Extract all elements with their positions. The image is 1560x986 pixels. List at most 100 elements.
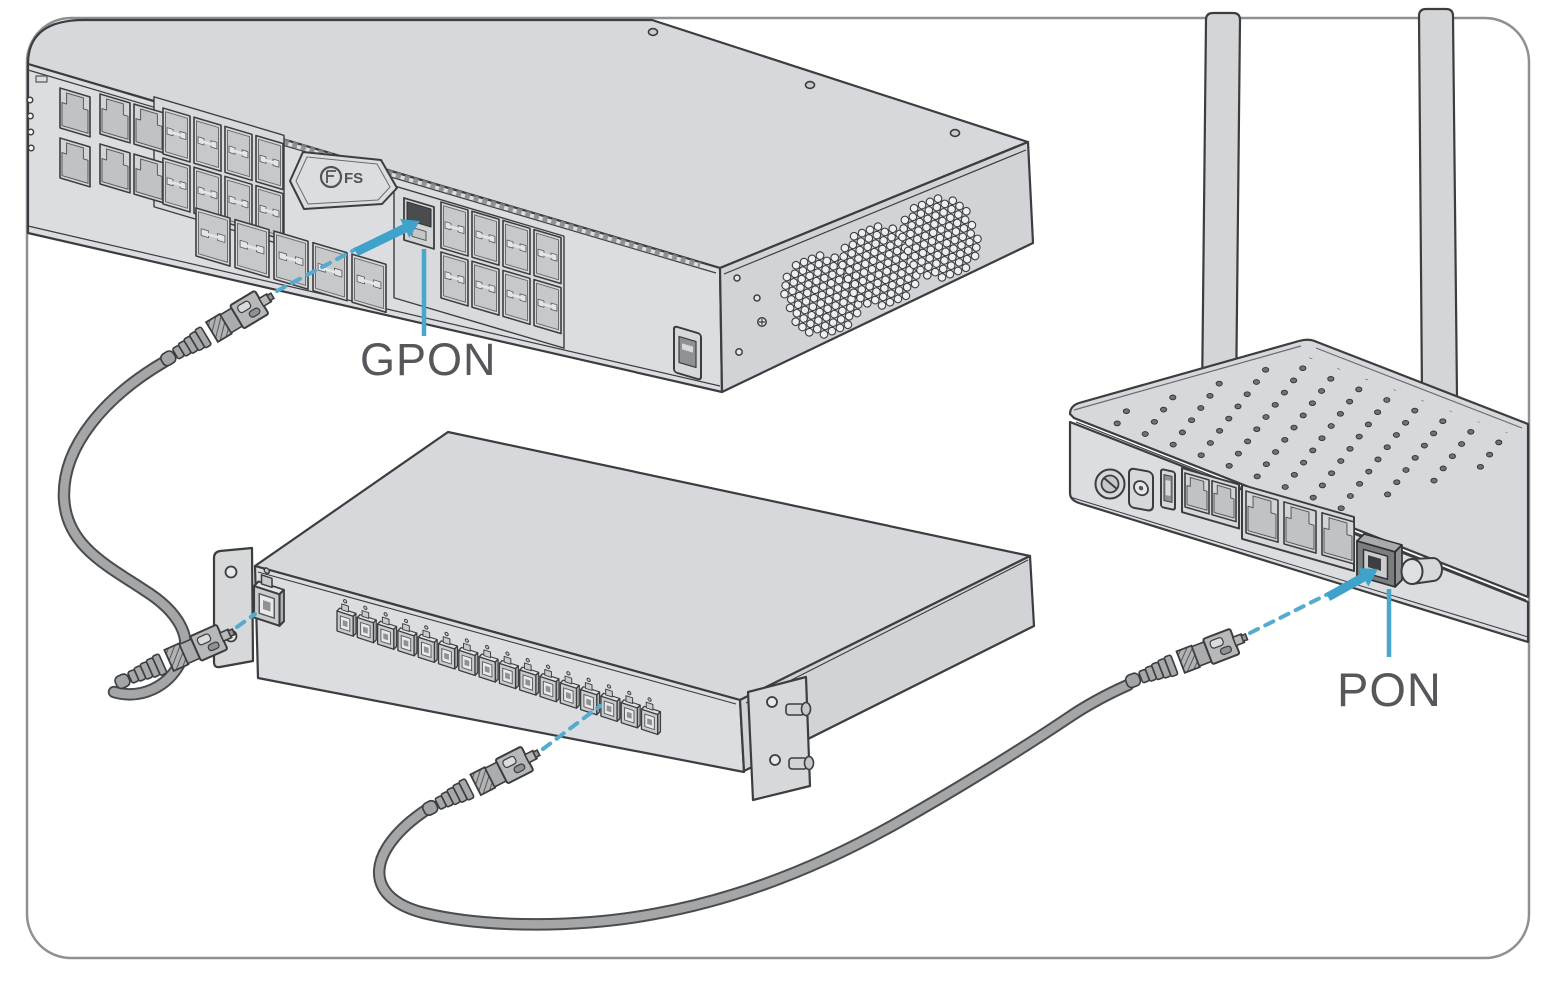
splitter-output-ports (336, 599, 662, 736)
perforation-hole (1308, 400, 1316, 407)
perforation-hole (1122, 408, 1130, 415)
sc-port (437, 631, 459, 670)
perforation-hole (1290, 424, 1298, 431)
perforation-hole (1411, 407, 1419, 414)
sc-port (417, 625, 438, 664)
olt-console-mark (35, 75, 48, 83)
perforation-hole (1225, 462, 1233, 469)
perforation-hole (1318, 482, 1326, 489)
perforation-hole (1402, 419, 1410, 426)
rj45-inner (1285, 506, 1315, 551)
olt-uplink-rj45-pair (59, 87, 91, 188)
top-screw (804, 80, 816, 90)
led-dot (26, 112, 34, 120)
sc-port (336, 599, 357, 637)
rj45-inner (1323, 517, 1353, 561)
dashed-line-splitter-input (235, 612, 257, 629)
olt-sfp-group-right (440, 201, 562, 335)
perforation-hole (1225, 415, 1233, 422)
perforation-hole (1234, 450, 1242, 457)
perforation-hole (1113, 420, 1121, 427)
sc-port (539, 664, 560, 703)
perforation-hole (1365, 468, 1373, 475)
olt-usb-port (673, 325, 702, 381)
perforation-hole (1290, 471, 1298, 478)
perforation-hole (1430, 477, 1438, 484)
router-dc-jack (1128, 467, 1154, 512)
sc-port (498, 651, 519, 690)
router-wps-button (1400, 557, 1443, 585)
perforation-hole (1374, 409, 1382, 416)
dashed-line-gpon (275, 247, 358, 293)
perforation-hole (1420, 442, 1428, 449)
perforation-hole (1383, 444, 1391, 451)
olt-device: FS (26, 18, 1035, 394)
rj45-inner (1213, 484, 1235, 519)
perforation-hole (1309, 447, 1317, 454)
router-top-rim (1073, 345, 1523, 429)
perforation-hole (1486, 451, 1494, 458)
perforation-hole (1169, 394, 1177, 401)
sc-port (356, 605, 377, 644)
olt-side-bevel (723, 149, 1027, 275)
perforation-hole (1188, 417, 1196, 424)
perforation-hole (1346, 493, 1354, 499)
perforation-hole (1281, 484, 1289, 490)
perforation-hole (1290, 377, 1298, 384)
perforation-hole (1318, 388, 1326, 394)
perforation-hole (1467, 428, 1475, 435)
router-top-face (1068, 338, 1530, 599)
perforation-hole (1309, 494, 1317, 501)
top-screw (949, 128, 961, 138)
perforation-hole (1215, 380, 1223, 387)
sc-connector-to-pon (1124, 628, 1249, 689)
fs-logo-text: FS (344, 170, 363, 187)
router-bottom-line (1069, 496, 1529, 638)
perforation-hole (1281, 436, 1289, 443)
gpon-label: GPON (360, 334, 497, 385)
dashed-line-pon (1248, 590, 1334, 635)
perforation-hole (1476, 463, 1484, 470)
perforation-hole (1169, 441, 1177, 448)
perforation-hole (1262, 366, 1270, 373)
perforation-hole (1299, 365, 1307, 372)
router-usb-port (1160, 468, 1176, 511)
ear-screw (769, 754, 781, 766)
perforation-hole (1244, 438, 1252, 445)
olt-top-screws (647, 27, 961, 138)
sc-port (620, 690, 641, 729)
perforation-hole (1393, 479, 1401, 486)
perforation-hole (1318, 435, 1326, 442)
perforation-hole (1300, 459, 1308, 466)
splitter-device (212, 430, 1036, 802)
ear-screw (224, 565, 238, 579)
led-dot (27, 144, 35, 152)
router-device (1068, 338, 1530, 644)
router-antenna-left (1200, 11, 1242, 404)
sc-port (376, 612, 398, 650)
splitter-right-ear (746, 675, 815, 802)
perforation-hole (1356, 480, 1364, 487)
router-lan-ports-a (1181, 467, 1240, 530)
perforation-hole (1374, 456, 1382, 463)
led-dot (27, 128, 35, 136)
perforation-hole (1439, 465, 1447, 472)
perforation-hole (1272, 449, 1280, 455)
perforation-hole (1328, 470, 1336, 477)
fs-logo-icon (319, 165, 343, 189)
perforation-hole (1141, 431, 1149, 437)
rj45-inner (101, 148, 129, 190)
perforation-hole (1346, 445, 1354, 452)
ear-screw (766, 696, 778, 708)
splitter-front-bevel (257, 571, 737, 705)
fiber-cable-1 (57, 355, 192, 701)
olt-top-face (26, 18, 1030, 270)
fs-logo-glyph (326, 170, 336, 183)
sc-port (458, 638, 479, 677)
perforation-hole (1234, 403, 1242, 410)
rj45-inner (61, 142, 89, 184)
perforation-hole (1216, 427, 1224, 434)
perforation-hole (1383, 397, 1391, 403)
sc-port (579, 677, 601, 716)
